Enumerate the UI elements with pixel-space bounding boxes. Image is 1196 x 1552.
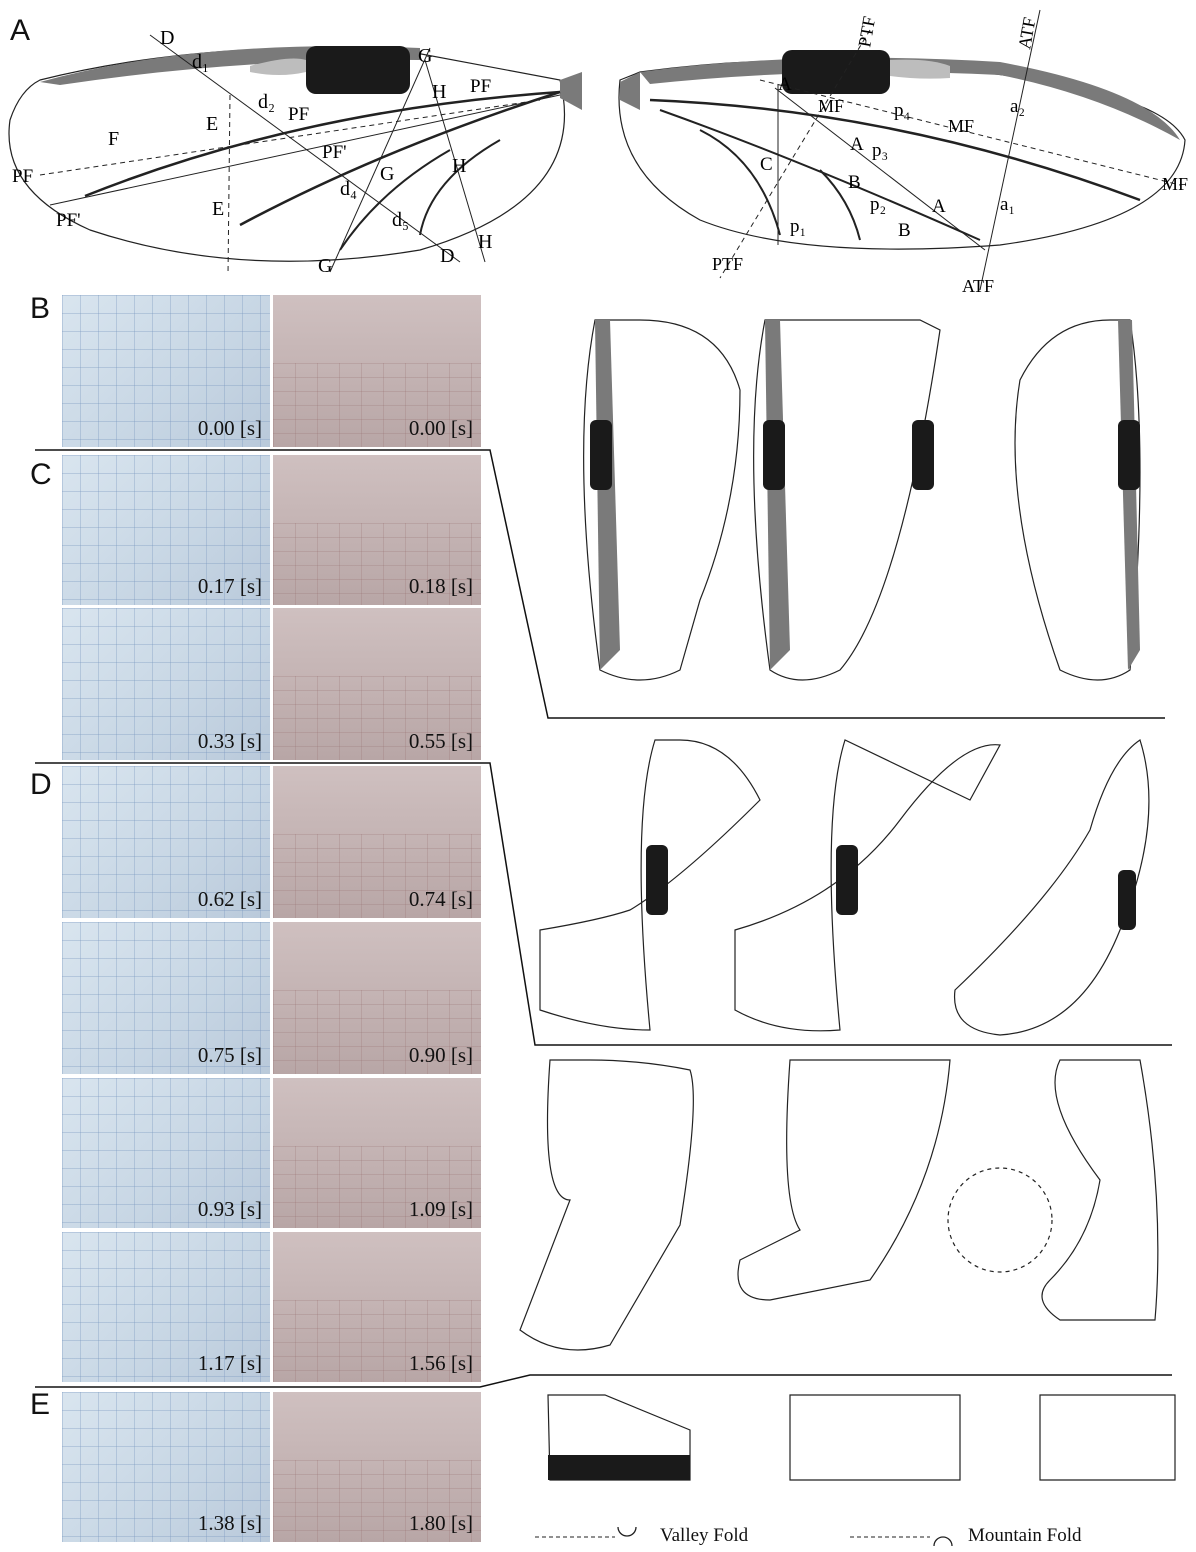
mountain-fold-icon — [934, 1537, 952, 1546]
fold-sketch-row1 — [584, 320, 1140, 680]
legend-mountain-label: Mountain Fold — [968, 1525, 1081, 1547]
fold-sketch-row2 — [540, 740, 1149, 1035]
fold-sketch-row4 — [548, 1395, 1175, 1480]
valley-fold-icon — [618, 1527, 636, 1536]
legend-valley-label: Valley Fold — [660, 1525, 748, 1547]
divider-d-e — [35, 1375, 1172, 1387]
fold-sketch-row3 — [520, 1060, 1158, 1350]
